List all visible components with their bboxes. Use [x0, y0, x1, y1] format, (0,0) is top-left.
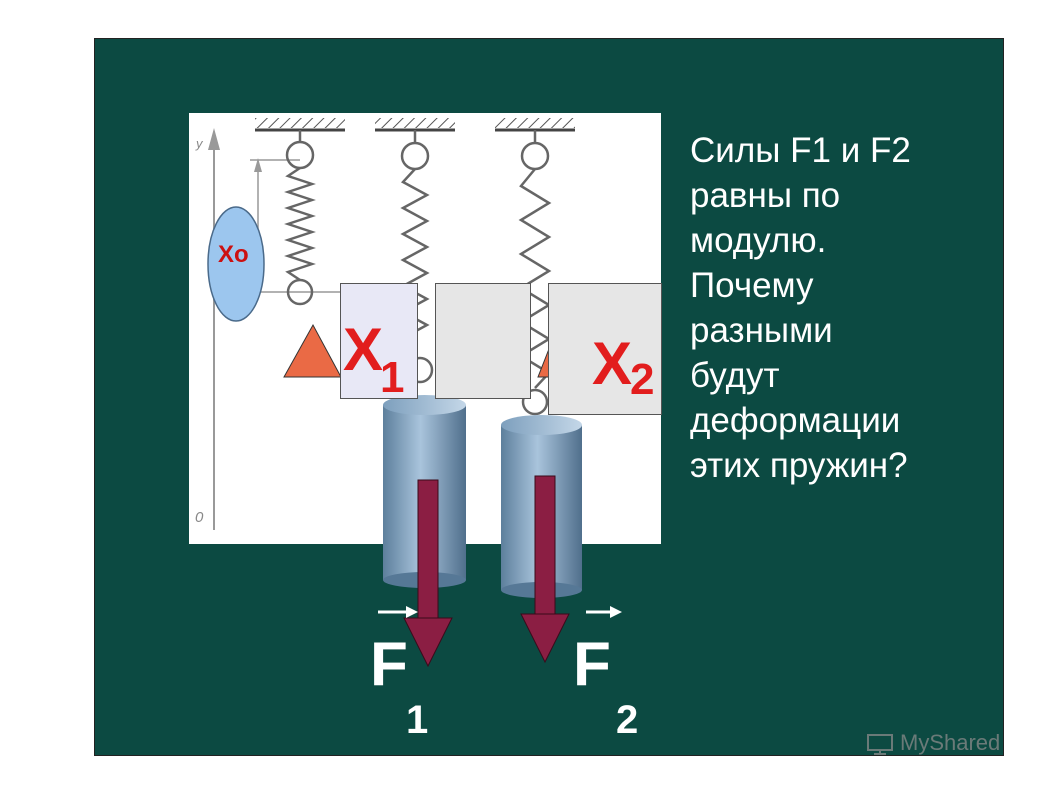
x1-label: X [343, 316, 384, 383]
y-axis [208, 128, 340, 530]
x2-index: 2 [630, 355, 655, 404]
f2-label: F [573, 630, 611, 699]
slides-icon [867, 734, 893, 756]
triangle-marker-1 [283, 323, 342, 378]
question-line: модулю. [690, 221, 827, 260]
force-arrow-1 [403, 479, 453, 668]
x2-label: X [592, 330, 633, 397]
x0-oval [207, 206, 265, 322]
x1-label-box [340, 283, 418, 399]
question-line: деформации [690, 401, 901, 440]
x0-label: Xо [218, 241, 249, 268]
ceiling-supports [255, 118, 575, 132]
force-arrow-2 [520, 475, 570, 664]
watermark: MyShared [866, 730, 1000, 756]
question-line: будут [690, 356, 780, 395]
f2-index: 2 [616, 698, 639, 742]
question-line: равны по [690, 176, 841, 215]
vector-arrow-f2 [586, 606, 622, 618]
question-line: Почему [690, 266, 814, 305]
question-line: Силы F1 и F2 [690, 131, 911, 170]
axis-y-label: y [195, 136, 204, 151]
middle-label-box [435, 283, 531, 399]
f1-index: 1 [406, 698, 429, 742]
spring-1 [284, 130, 316, 306]
axis-origin-label: 0 [195, 509, 204, 526]
x2-label-box [548, 283, 662, 415]
watermark-text: MyShared [900, 730, 1001, 755]
question-line: разными [690, 311, 833, 350]
question-text: Силы F1 и F2 равны по модулю. Почему раз… [690, 128, 1000, 488]
x1-index: 1 [380, 353, 405, 402]
question-line: этих пружин? [690, 446, 908, 485]
vector-arrow-f1 [378, 606, 418, 618]
f1-label: F [370, 630, 408, 699]
